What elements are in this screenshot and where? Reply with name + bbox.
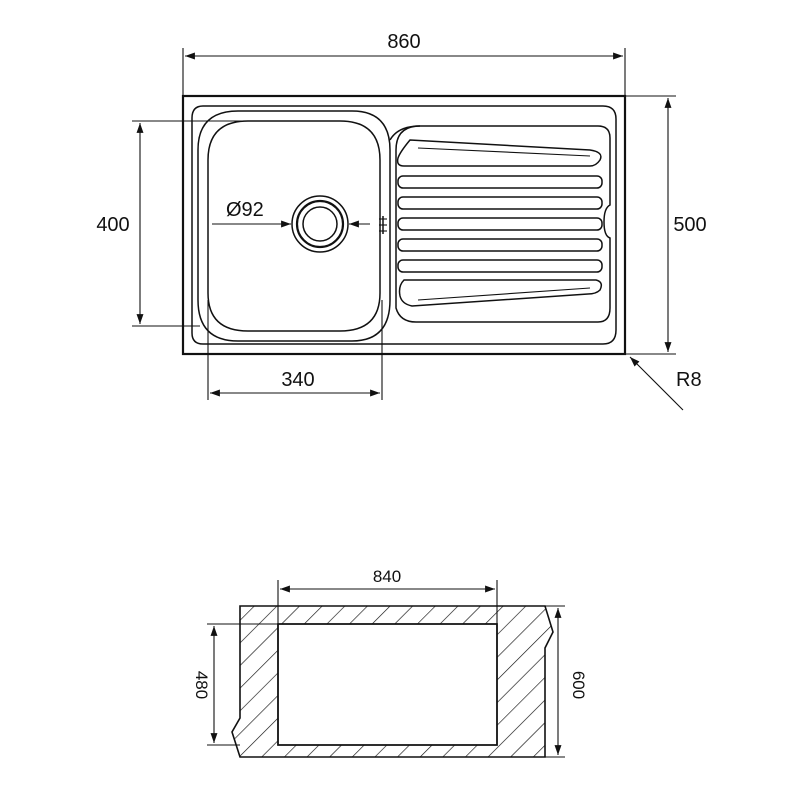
corner-radius-leader: [629, 356, 684, 411]
bowl-depth-label: 400: [96, 214, 129, 236]
overall-depth-label: 500: [673, 214, 706, 236]
groove-5: [397, 259, 603, 273]
groove-4: [397, 238, 603, 252]
groove-tapered-inner: [417, 147, 591, 157]
drain-diameter-label: Ø92: [226, 199, 264, 221]
groove-top-tapered: [396, 139, 602, 167]
cabinet-depth-label: 600: [569, 671, 588, 699]
drain-hole: [291, 195, 349, 253]
groove-bottom-tapered: [398, 279, 603, 307]
drainer-grooves: [396, 139, 603, 307]
sink-top-view: Ø92 860 500 400 340 R8: [96, 31, 707, 411]
bowl-drainer-joint: [389, 125, 421, 141]
groove-1: [397, 175, 603, 189]
groove-3: [397, 217, 603, 231]
sink-inner-lip: [191, 105, 617, 345]
cutout-width-label: 840: [373, 567, 401, 586]
overall-width-label: 860: [387, 31, 420, 53]
drainer-outline: [395, 125, 611, 323]
corner-radius-label: R8: [676, 369, 702, 391]
bowl-inner: [207, 120, 381, 332]
cutout-view: 840 480 600: [192, 567, 588, 758]
bowl-width-label: 340: [281, 369, 314, 391]
groove-2: [397, 196, 603, 210]
bowl-outer: [197, 110, 391, 342]
overflow-marker: [379, 216, 387, 234]
countertop-hatched-area: [231, 605, 554, 758]
sink-outline: [181, 94, 627, 356]
cutout-opening: [277, 623, 498, 746]
groove-tapered-inner-bottom: [417, 287, 591, 301]
cutout-depth-label: 480: [192, 671, 211, 699]
